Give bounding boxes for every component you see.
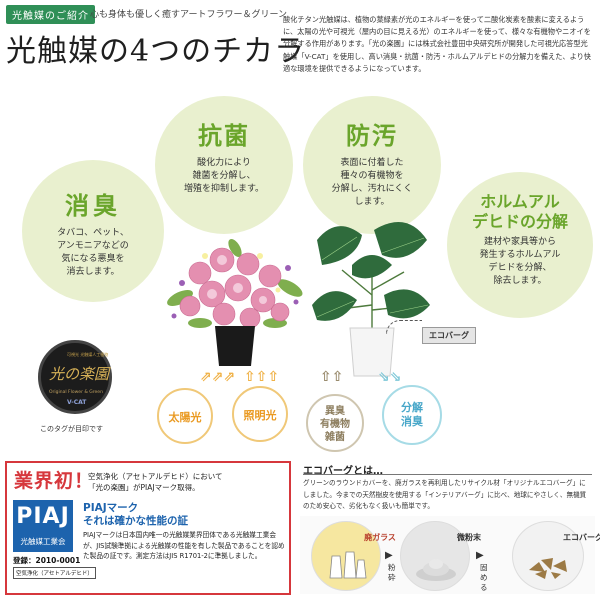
eco-bark-icon: [529, 558, 567, 579]
sunlight-arrows-icon: ⇗⇗⇗: [200, 369, 236, 385]
sunlight-label: 太陽光: [157, 388, 213, 444]
feature-desc: 建材や家具等から 発生するホルムアル デヒドを分解、 除去します。: [479, 237, 561, 286]
badge-english: Original Flower & Green: [49, 390, 103, 395]
odor-label: 異臭 有機物 雑菌: [306, 394, 364, 452]
process-waste-glass: 廃ガラス: [311, 521, 396, 591]
piaj-logo: PIAJ 光触媒工業会: [13, 500, 73, 552]
registration-category: 空気浄化（アセトアルデヒド）: [13, 567, 96, 579]
badge-vcat: V-CAT: [67, 399, 87, 406]
feature-desc: 酸化力により 雑菌を分解し、 増殖を抑制します。: [183, 158, 265, 194]
decompose-label: 分解 消臭: [382, 385, 442, 445]
feature-desc: 表面に付着した 種々の有機物を 分解し、汚れにくく します。: [331, 158, 413, 207]
feature-title: 消臭: [65, 192, 121, 220]
piaj-logo-text: PIAJ: [16, 504, 70, 529]
intro-paragraph: 酸化チタン光触媒は、植物の葉緑素が光のエネルギーを使って二酸化炭素を酸素に変える…: [283, 15, 591, 73]
eco-section-heading: エコバーグとは…: [303, 466, 383, 477]
feature-deodorize: 消臭 タバコ、ペット、 アンモニアなどの 気になる悪臭を 消去します。: [22, 160, 164, 302]
section-tag: 光触媒のご紹介: [6, 5, 95, 24]
feature-title: ホルムアル デヒドの分解: [471, 192, 568, 231]
process-arrow-icon: ▶: [476, 550, 484, 561]
process-crush-label: 粉砕: [388, 563, 396, 582]
process-step-label: 微粉末: [457, 533, 481, 542]
piaj-headline: PIAJマーク それは確かな性能の証: [83, 502, 188, 527]
feature-formaldehyde: ホルムアル デヒドの分解 建材や家具等から 発生するホルムアル デヒドを分解、 …: [447, 172, 593, 318]
potted-plant-image: [312, 222, 430, 377]
process-step-label: エコバーグ: [563, 533, 600, 542]
feature-title: 防汚: [346, 122, 398, 150]
process-fine-powder: 微粉末: [400, 521, 481, 591]
brand-tag-logo: 可視光 光触媒人工植物 光の楽園 Original Flower & Green…: [38, 340, 112, 414]
divider: [303, 474, 592, 475]
feature-antistain: 防汚 表面に付着した 種々の有機物を 分解し、汚れにくく します。: [303, 96, 441, 234]
powder-icon: [416, 559, 456, 581]
badge-small-text: 可視光 光触媒人工植物: [67, 352, 109, 357]
process-solidify-label: 固める: [480, 563, 488, 592]
interior-light-arrows-icon: ⇧⇧⇧: [244, 369, 280, 385]
badge-script-title: 光の楽園: [49, 365, 110, 383]
page-title: 光触媒の4つのチカラ: [6, 34, 306, 69]
subtitle: 心も身体も優しく癒すアートフラワー＆グリーン: [90, 10, 288, 20]
decompose-arrows-icon: ⇘⇘: [378, 369, 402, 385]
industry-first-title: 業界初！: [14, 470, 95, 492]
odor-arrows-icon: ⇧⇧: [320, 369, 344, 385]
badge-caption: このタグが目印です: [40, 425, 103, 433]
piaj-description: PIAJマークは日本国内唯一の光触媒業界団体である光触媒工業会が、JIS試験準拠…: [83, 531, 285, 560]
eco-tag-pointer: [386, 320, 422, 334]
feature-antibacterial: 抗菌 酸化力により 雑菌を分解し、 増殖を抑制します。: [155, 96, 293, 234]
process-arrow-icon: ▶: [385, 550, 393, 561]
registration-number: 登録：2010-0001: [13, 556, 81, 565]
process-eco-bark: エコバーグ: [512, 521, 600, 591]
interior-light-label: 照明光: [232, 386, 288, 442]
certification-box: [5, 461, 291, 595]
feature-title: 抗菌: [198, 122, 250, 150]
feature-desc: タバコ、ペット、 アンモニアなどの 気になる悪臭を 消去します。: [57, 228, 129, 277]
glass-bottles-icon: [329, 551, 367, 579]
process-step-label: 廃ガラス: [364, 533, 396, 542]
eco-section-text: グリーンのラウンドカバーを、廃ガラスを再利用したリサイクル材「オリジナルエコバー…: [303, 479, 587, 510]
eco-tag-label: エコバーグ: [422, 327, 476, 344]
piaj-org-name: 光触媒工業会: [20, 537, 66, 546]
flower-arrangement-image: [167, 238, 303, 366]
certification-note: 空気浄化（アセトアルデヒド）において 「光の楽園」がPIAJマーク取得。: [88, 472, 223, 492]
